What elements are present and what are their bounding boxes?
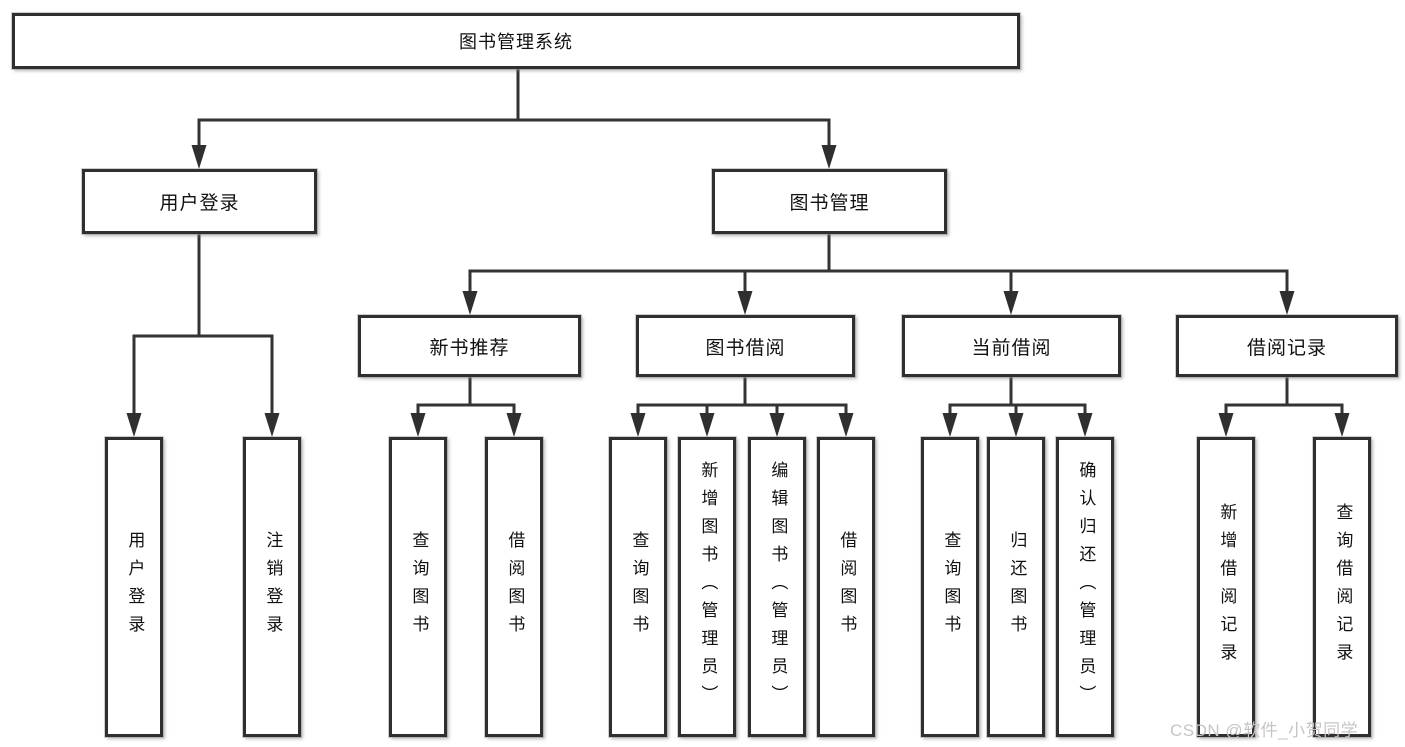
csdn-watermark: CSDN @软件_小贺同学 (1170, 721, 1359, 740)
leaf-edit-books-admin: 编辑图书（管理员） (748, 437, 806, 737)
leaf-add-borrow-record: 新增借阅记录 (1197, 437, 1255, 737)
node-label: 新增图书（管理员） (698, 461, 718, 713)
node-label: 查询图书 (629, 531, 649, 643)
node-label: 注销登录 (263, 531, 283, 643)
node-borrow-records: 借阅记录 (1176, 315, 1398, 377)
leaf-logout: 注销登录 (243, 437, 301, 737)
node-label: 图书管理 (789, 193, 870, 214)
leaf-query-books-recommend: 查询图书 (389, 437, 447, 737)
node-book-borrow: 图书借阅 (636, 315, 855, 377)
leaf-user-login: 用户登录 (105, 437, 163, 737)
node-label: 借阅图书 (837, 531, 857, 643)
node-label: 用户登录 (125, 531, 145, 643)
node-label: 查询图书 (941, 531, 961, 643)
leaf-add-books-admin: 新增图书（管理员） (678, 437, 736, 737)
leaf-borrow-books-recommend: 借阅图书 (485, 437, 543, 737)
node-new-book-recommend: 新书推荐 (358, 315, 581, 377)
node-library-management-system: 图书管理系统 (12, 13, 1020, 69)
node-label: 借阅记录 (1246, 337, 1327, 359)
arrowhead-icons (126, 145, 1350, 437)
node-label: 图书借阅 (705, 337, 786, 359)
node-label: 借阅图书 (505, 531, 525, 643)
leaf-query-books-borrow: 查询图书 (609, 437, 667, 737)
leaf-borrow-books: 借阅图书 (817, 437, 875, 737)
node-label: 查询图书 (409, 531, 429, 643)
leaf-return-books: 归还图书 (987, 437, 1045, 737)
node-label: 用户登录 (159, 193, 240, 214)
node-book-management: 图书管理 (712, 169, 947, 234)
node-label: 确认归还（管理员） (1076, 461, 1096, 713)
node-label: 当前借阅 (971, 337, 1052, 359)
leaf-confirm-return-admin: 确认归还（管理员） (1056, 437, 1114, 737)
node-label: 新增借阅记录 (1217, 503, 1237, 671)
node-current-borrow: 当前借阅 (902, 315, 1121, 377)
node-user-login: 用户登录 (82, 169, 317, 234)
leaf-query-books-current: 查询图书 (921, 437, 979, 737)
node-label: 新书推荐 (429, 337, 510, 359)
node-label: 编辑图书（管理员） (768, 461, 788, 713)
leaf-query-borrow-record: 查询借阅记录 (1313, 437, 1371, 737)
node-label: 查询借阅记录 (1333, 503, 1353, 671)
node-label: 归还图书 (1007, 531, 1027, 643)
node-label: 图书管理系统 (459, 32, 573, 52)
